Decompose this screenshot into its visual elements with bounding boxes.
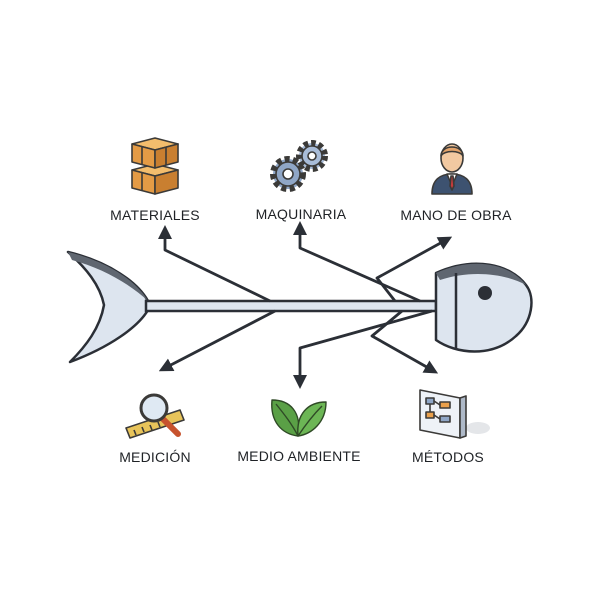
arrow-materiales bbox=[158, 225, 271, 303]
worker-icon bbox=[431, 143, 473, 195]
magnifier-ruler-icon bbox=[125, 393, 185, 439]
fish-head bbox=[434, 262, 533, 353]
label-medio-ambiente: MEDIO AMBIENTE bbox=[237, 448, 361, 464]
label-maquinaria: MAQUINARIA bbox=[255, 206, 347, 222]
arrow-medicion bbox=[158, 309, 276, 372]
fish-spine bbox=[144, 299, 438, 313]
fish-eye bbox=[478, 286, 492, 300]
arrow-mano-de-obra bbox=[375, 236, 453, 302]
label-medicion: MEDICIÓN bbox=[119, 449, 191, 465]
leaves-icon bbox=[271, 399, 327, 437]
label-metodos: MÉTODOS bbox=[412, 449, 484, 465]
fish-tail bbox=[66, 250, 150, 364]
label-mano-de-obra: MANO DE OBRA bbox=[400, 207, 512, 223]
arrow-medio-ambiente bbox=[293, 309, 433, 389]
label-materiales: MATERIALES bbox=[110, 207, 200, 223]
flowchart-icon bbox=[419, 389, 490, 439]
boxes-icon bbox=[131, 137, 179, 195]
arrow-metodos bbox=[370, 309, 439, 374]
gears-icon bbox=[270, 140, 328, 192]
